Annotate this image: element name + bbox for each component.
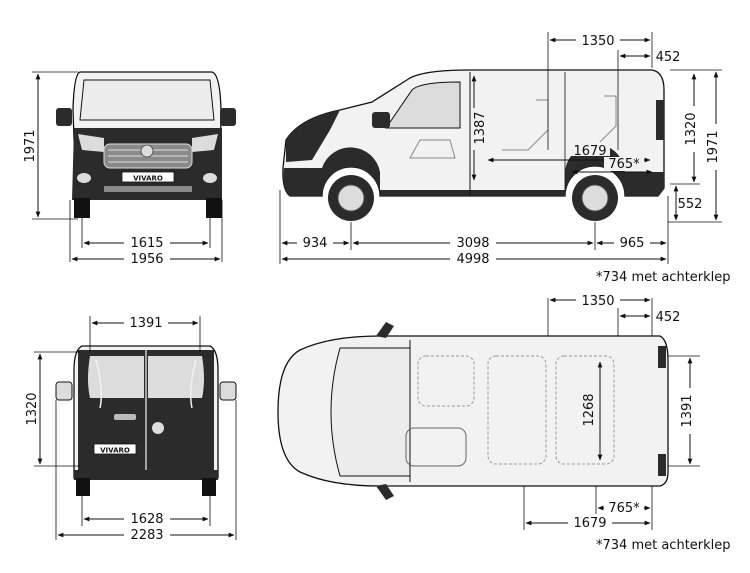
- side-ground-clearance-label: 552: [678, 197, 703, 212]
- side-wheelbase-label: 3098: [456, 236, 489, 251]
- side-overall-height-label: 1971: [706, 130, 721, 163]
- front-height-label: 1971: [23, 129, 38, 162]
- rear-door-height-label: 1320: [25, 392, 40, 425]
- front-track-label: 1615: [130, 236, 163, 251]
- side-rear-overhang-bottom-label: 965: [620, 236, 645, 251]
- side-floor-length-label: 1679: [573, 144, 606, 159]
- side-view: 1350 452 1387 1679 765* 1320 1971 552: [279, 32, 722, 267]
- front-width-label: 1956: [130, 252, 163, 267]
- rear-track-label: 1628: [130, 512, 163, 527]
- footnote-top: *734 met achterklep: [596, 270, 731, 285]
- rear-door-width-label: 1391: [129, 316, 162, 331]
- top-floor-length-label: 1679: [573, 516, 606, 531]
- top-view: 1350 452 1391 1268 765* 1679: [277, 292, 700, 531]
- side-rear-overhang-label: 452: [656, 50, 681, 65]
- top-wheel-arch-label: 1268: [582, 393, 597, 426]
- side-overall-length-label: 4998: [456, 252, 489, 267]
- rear-view: VIVARO 1391 1320 1628 2283: [25, 315, 237, 543]
- top-rear-overhang-label: 452: [656, 310, 681, 325]
- side-load-height-label: 1387: [473, 111, 488, 144]
- side-front-overhang-label: 934: [303, 236, 328, 251]
- rear-mirror-width-label: 2283: [130, 528, 163, 543]
- front-view: VIVARO 1971 1615 1956: [23, 71, 236, 267]
- side-rear-floor-label: 765*: [608, 157, 640, 172]
- front-badge: VIVARO: [133, 175, 163, 183]
- top-width-label: 1391: [680, 394, 695, 427]
- rear-badge: VIVARO: [100, 447, 130, 455]
- top-rear-floor-label: 765*: [608, 501, 640, 516]
- side-load-length-label: 1350: [581, 34, 614, 49]
- side-rear-height-label: 1320: [684, 112, 699, 145]
- footnote-bottom: *734 met achterklep: [596, 538, 731, 553]
- top-load-length-label: 1350: [581, 294, 614, 309]
